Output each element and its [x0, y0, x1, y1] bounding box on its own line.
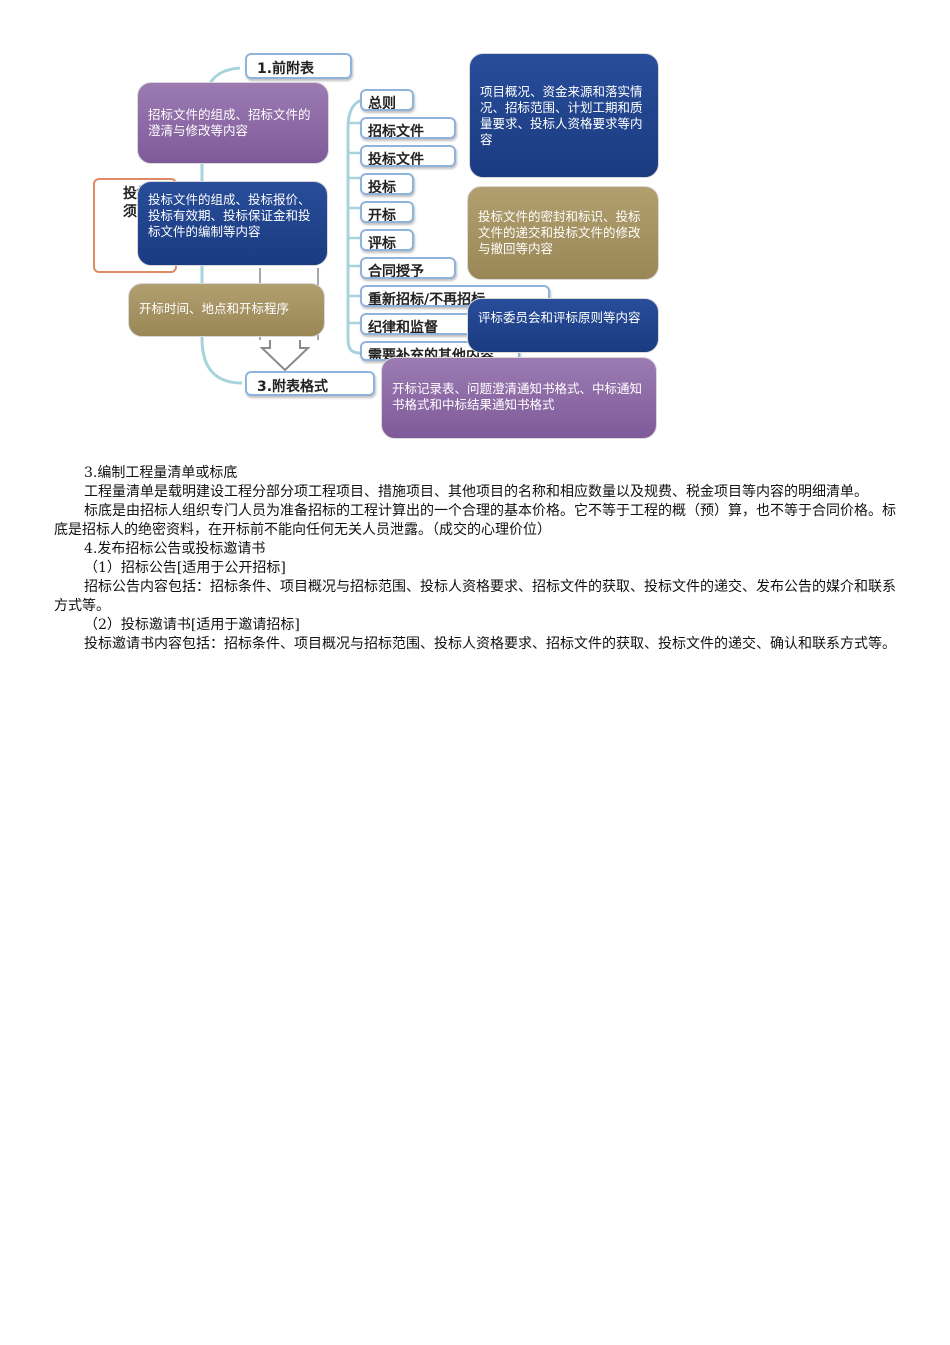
callout-general-content: 项目概况、资金来源和落实情况、招标范围、计划工期和质量要求、投标人资格要求等内容 — [469, 53, 659, 178]
callout-bidding-content: 投标文件的密封和标识、投标文件的递交和投标文件的修改与撤回等内容 — [467, 186, 659, 280]
body-text: 3.编制工程量清单或标底 工程量清单是载明建设工程分部分项工程项目、措施项目、其… — [54, 464, 896, 654]
node-bid-documents: 投标文件 — [360, 145, 456, 167]
callout-bid-doc-content: 投标文件的组成、投标报价、投标有效期、投标保证金和投标文件的编制等内容 — [137, 181, 328, 266]
paragraph-base-price: 标底是由招标人组织专门人员为准备招标的工程计算出的一个合理的基本价格。它不等于工… — [54, 503, 896, 538]
heading-3: 3.编制工程量清单或标底 — [84, 465, 238, 481]
callout-tender-doc-content: 招标文件的组成、招标文件的澄清与修改等内容 — [137, 82, 329, 164]
node-contract-award: 合同授予 — [360, 257, 456, 279]
node-general: 总则 — [360, 89, 414, 111]
callout-appendix-content: 开标记录表、问题澄清通知书格式、中标通知书格式和中标结果通知书格式 — [381, 357, 657, 439]
node-discipline: 纪律和监督 — [360, 313, 490, 335]
node-bid-evaluation: 评标 — [360, 229, 414, 251]
paragraph-invitation: 投标邀请书内容包括：招标条件、项目概况与招标范围、投标人资格要求、招标文件的获取… — [84, 636, 896, 652]
node-tender-documents: 招标文件 — [360, 117, 456, 139]
subheading-invitation: （2）投标邀请书[适用于邀请招标] — [84, 617, 300, 633]
paragraph-bill-of-quantities: 工程量清单是载明建设工程分部分项工程项目、措施项目、其他项目的名称和相应数量以及… — [84, 484, 868, 500]
paragraph-announcement: 招标公告内容包括：招标条件、项目概况与招标范围、投标人资格要求、招标文件的获取、… — [54, 579, 896, 614]
callout-evaluation-content: 评标委员会和评标原则等内容 — [467, 298, 659, 353]
heading-4: 4.发布招标公告或投标邀请书 — [84, 541, 266, 557]
node-front-table: 1.前附表 — [245, 53, 352, 79]
node-appendix-formats: 3.附表格式 — [245, 371, 375, 396]
node-bidding: 投标 — [360, 173, 414, 195]
node-bid-opening: 开标 — [360, 201, 414, 223]
tender-instructions-mindmap: 投标人须知 1.前附表 总则 招标文件 投标文件 投标 开标 评标 合同授予 重… — [90, 48, 665, 443]
subheading-announcement: （1）招标公告[适用于公开招标] — [84, 560, 286, 576]
callout-opening-content: 开标时间、地点和开标程序 — [128, 283, 325, 337]
